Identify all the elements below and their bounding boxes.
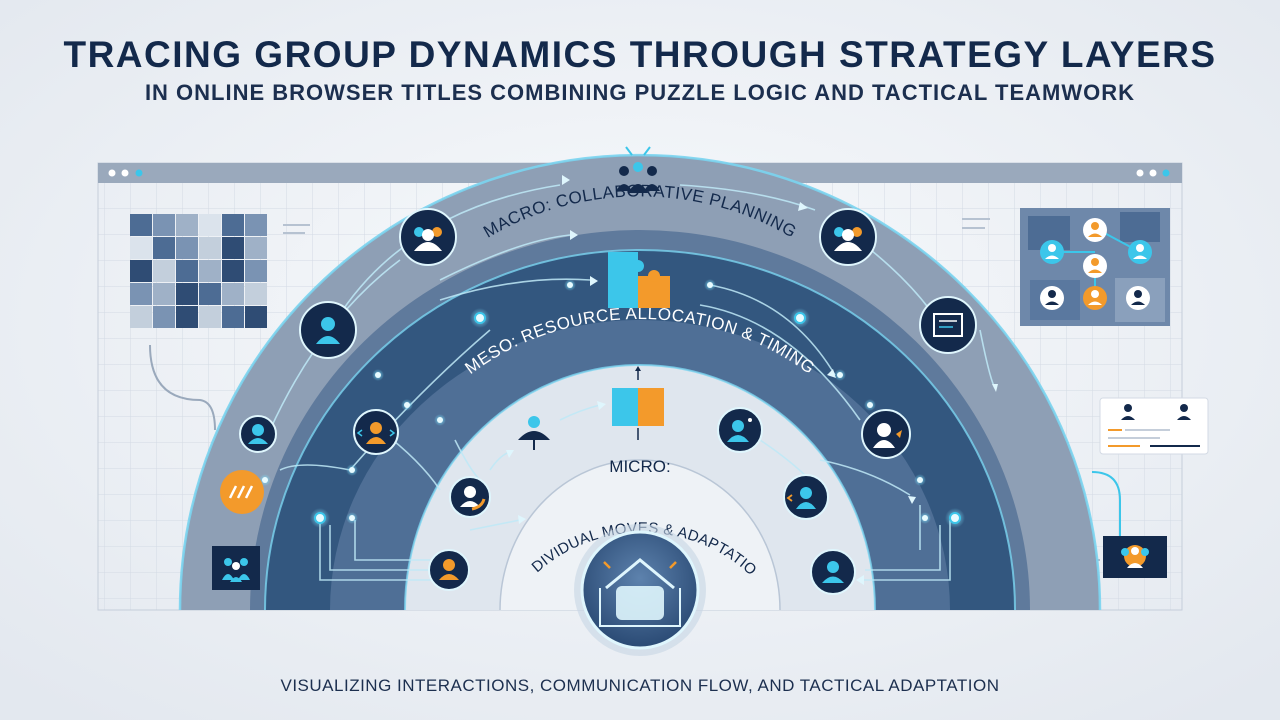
window-dot-icon — [121, 169, 129, 177]
team-node-icon — [819, 208, 877, 266]
person-chat-node-icon — [717, 407, 763, 453]
person-flag-icon — [518, 416, 550, 450]
person-icon — [1083, 218, 1107, 242]
window-dot-icon — [1136, 169, 1144, 177]
window-dot-icon — [135, 169, 143, 177]
communication-flow-lines — [269, 184, 996, 581]
window-dot-icon — [108, 169, 116, 177]
person-swap-node-icon — [353, 409, 399, 455]
window-dot-icon — [1149, 169, 1157, 177]
page-title: TRACING GROUP DYNAMICS THROUGH STRATEGY … — [63, 34, 1217, 75]
page-subtitle: IN ONLINE BROWSER TITLES COMBINING PUZZL… — [144, 80, 1136, 105]
person-icon — [1128, 240, 1152, 264]
person-icon — [1083, 286, 1107, 310]
connector-line — [149, 344, 216, 431]
person-icon — [1126, 286, 1150, 310]
text-lines-icon — [283, 218, 990, 234]
central-hub-icon — [574, 524, 706, 656]
person-node-icon — [449, 476, 491, 518]
puzzle-icon — [612, 366, 664, 440]
team-node-icon — [399, 208, 457, 266]
person-node-icon — [239, 415, 277, 453]
person-icon — [1121, 404, 1135, 420]
person-icon — [1083, 254, 1107, 278]
team-chat-icon — [1103, 536, 1167, 578]
forward-arrows-icon — [220, 470, 264, 514]
window-dot-icon — [1162, 169, 1170, 177]
connector-line — [1091, 471, 1121, 541]
person-node-icon — [428, 549, 470, 591]
chat-panel — [1099, 397, 1209, 455]
micro-layer-label: MICRO: — [609, 457, 670, 476]
puzzle-icon — [608, 252, 670, 308]
person-swap-node-icon — [783, 474, 829, 520]
team-map-panel — [1020, 208, 1170, 326]
puzzle-grid-icon — [130, 214, 267, 328]
document-node-icon — [919, 296, 977, 354]
group-node-icon — [212, 546, 260, 590]
person-node-icon — [810, 549, 856, 595]
person-icon — [1177, 404, 1191, 420]
person-icon — [1040, 286, 1064, 310]
person-node-icon — [299, 301, 357, 359]
person-question-node-icon — [861, 409, 911, 459]
person-icon — [1040, 240, 1064, 264]
footer-caption: VISUALIZING INTERACTIONS, COMMUNICATION … — [280, 676, 1000, 695]
group-icon — [616, 146, 660, 193]
flow-node-dots — [259, 279, 965, 528]
